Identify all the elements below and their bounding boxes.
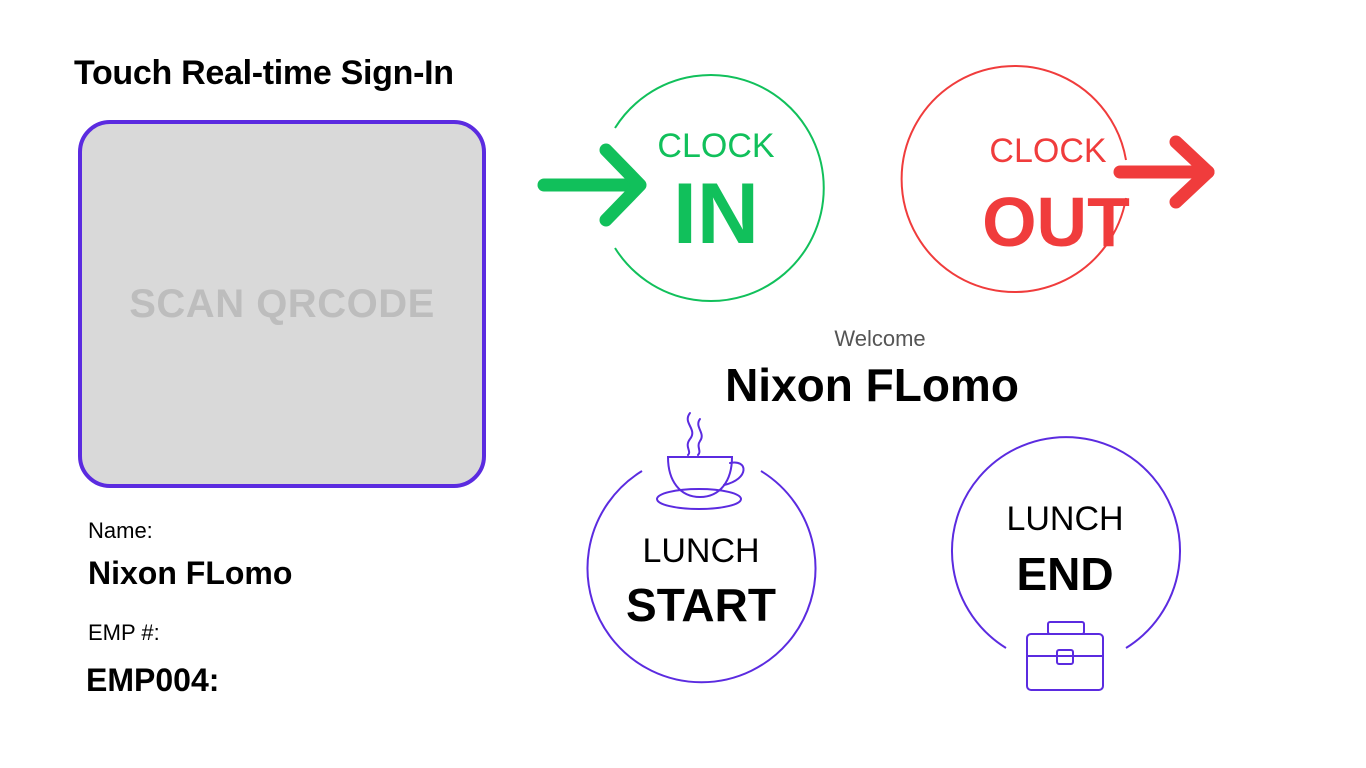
lunch-start-line2: START (626, 579, 776, 631)
welcome-greeting: Welcome (834, 326, 926, 351)
lunch-end-line2: END (1016, 548, 1113, 600)
clock-out-circle (900, 65, 1127, 293)
qr-scanner-area[interactable]: SCAN QRCODE (78, 120, 486, 488)
scan-qrcode-label: SCAN QRCODE (129, 281, 435, 326)
clock-in-line1: CLOCK (657, 127, 774, 165)
employee-name-value: Nixon FLomo (88, 555, 293, 591)
clock-out-line2: OUT (982, 183, 1130, 261)
page-title: Touch Real-time Sign-In (74, 54, 454, 92)
clock-out-button[interactable]: CLOCK OUT (900, 60, 1220, 305)
clock-in-circle (614, 74, 825, 302)
employee-number-value: EMP004: (86, 662, 220, 698)
arrow-right-icon (1113, 135, 1215, 209)
lunch-end-line1: LUNCH (1006, 500, 1123, 538)
briefcase-icon (1026, 621, 1104, 691)
clock-in-button[interactable]: CLOCK IN (530, 60, 840, 305)
employee-name-label: Name: (88, 518, 153, 543)
lunch-end-button[interactable]: LUNCH END (940, 430, 1190, 700)
coffee-cup-icon (656, 412, 745, 510)
clock-out-line1: CLOCK (989, 132, 1106, 170)
lunch-end-circle (951, 436, 1181, 649)
lunch-start-line1: LUNCH (642, 532, 759, 570)
lunch-start-circle (586, 470, 817, 684)
arrow-right-icon (537, 143, 647, 227)
clock-in-line2: IN (673, 166, 759, 262)
employee-number-label: EMP #: (88, 620, 160, 645)
welcome-name: Nixon FLomo (725, 359, 1019, 411)
lunch-start-button[interactable]: LUNCH START (580, 405, 825, 690)
